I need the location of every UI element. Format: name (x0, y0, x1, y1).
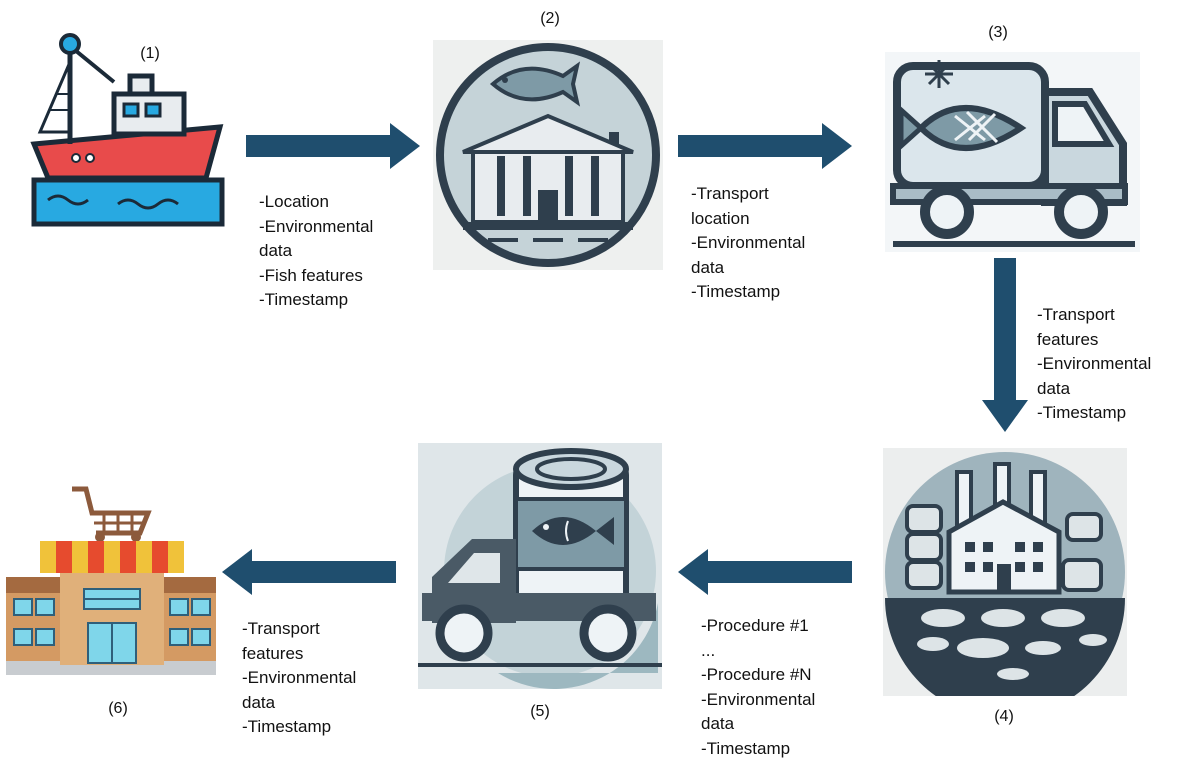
transition-5-6-data: -Transport features -Environmental data … (242, 617, 356, 740)
info-line: data (1037, 378, 1071, 398)
transition-2-3-data: -Transport location -Environmental data … (691, 182, 805, 305)
info-line: -Environmental (701, 689, 816, 709)
info-line: -Timestamp (259, 290, 349, 309)
stage-2-label: (2) (540, 10, 560, 27)
stage-5-label: (5) (530, 703, 550, 720)
info-line: location (691, 208, 750, 228)
canning-factory-icon (883, 448, 1127, 696)
stage-1-label: (1) (140, 45, 160, 62)
stage-6-label: (6) (108, 700, 128, 717)
info-line: -Procedure #1 (701, 616, 809, 635)
info-line: -Environmental (242, 668, 357, 687)
refrigerated-truck-icon (885, 52, 1140, 252)
info-line: -Timestamp (691, 282, 781, 301)
transition-4-5-data: -Procedure #1 ... -Procedure #N -Environ… (701, 614, 815, 761)
info-line: -Transport (1037, 305, 1115, 324)
info-line: -Environmental (691, 233, 806, 252)
info-line: data (691, 257, 725, 277)
arrow-1-to-2 (246, 123, 420, 169)
info-line: -Timestamp (1037, 403, 1127, 422)
info-line: data (701, 714, 735, 733)
info-line: -Fish features (259, 265, 363, 285)
info-line: -Environmental (1037, 354, 1152, 373)
info-line: data (242, 692, 276, 712)
info-line: data (259, 241, 293, 260)
transition-3-4-data: -Transport features -Environmental data … (1037, 303, 1151, 426)
info-line: features (1037, 329, 1099, 349)
info-line: -Environmental (259, 216, 374, 236)
arrow-2-to-3 (678, 123, 852, 169)
info-line: -Timestamp (701, 738, 791, 758)
info-line: features (242, 643, 304, 663)
info-line: -Transport (691, 184, 769, 203)
arrow-3-to-4 (982, 258, 1028, 432)
arrow-4-to-5 (678, 549, 852, 595)
stage-3-label: (3) (988, 24, 1008, 41)
arrow-5-to-6 (222, 549, 396, 595)
info-line: ... (701, 640, 716, 660)
transition-1-2-data: -Location -Environmental data -Fish feat… (259, 190, 373, 313)
info-line: -Procedure #N (701, 665, 812, 684)
info-line: -Timestamp (242, 717, 332, 736)
fish-market-building-icon (433, 40, 663, 270)
stage-4-label: (4) (994, 708, 1014, 725)
fishing-boat-icon (28, 32, 228, 227)
canned-fish-truck-icon (418, 443, 662, 689)
info-line: -Location (259, 192, 329, 211)
info-line: -Transport (242, 619, 320, 638)
supermarket-icon (0, 485, 222, 681)
